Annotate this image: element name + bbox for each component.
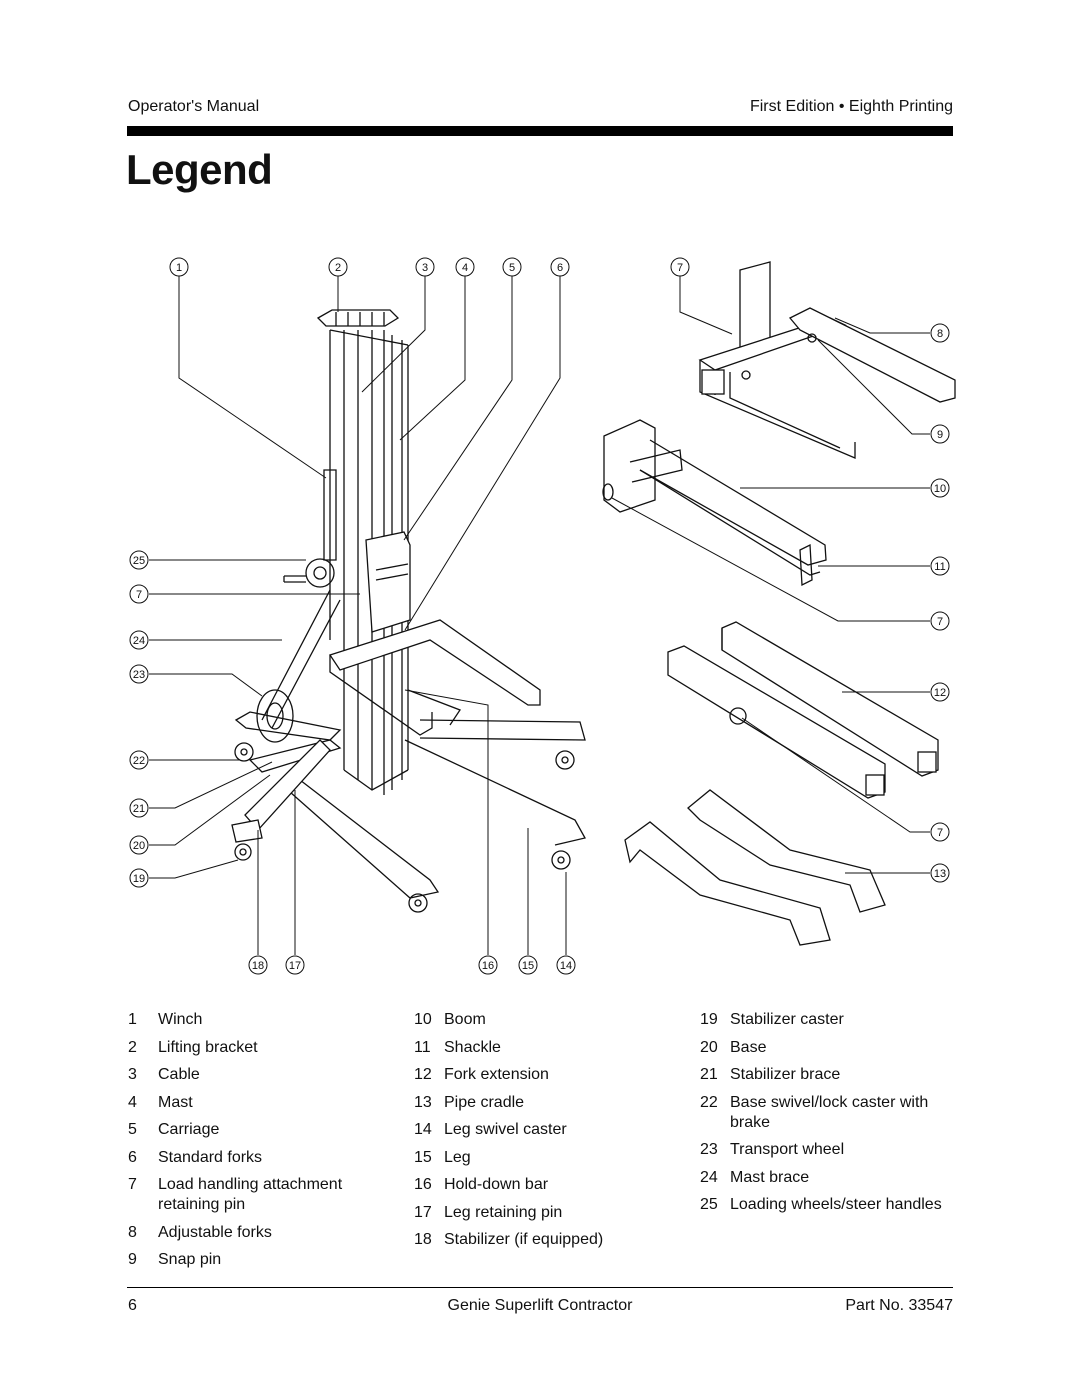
svg-text:12: 12 bbox=[934, 687, 946, 699]
page-title: Legend bbox=[126, 146, 273, 193]
svg-text:7: 7 bbox=[937, 827, 943, 839]
svg-text:8: 8 bbox=[937, 328, 943, 340]
svg-text:11: 11 bbox=[934, 561, 945, 573]
svg-text:1: 1 bbox=[176, 262, 182, 274]
callout-22: 22 bbox=[129, 750, 149, 770]
svg-text:20: 20 bbox=[133, 840, 145, 852]
callout-19: 19 bbox=[129, 868, 149, 888]
footer-part-number: Part No. 33547 bbox=[845, 1297, 953, 1314]
page-number: 6 bbox=[128, 1297, 137, 1314]
callout-7-top: 7 bbox=[670, 257, 690, 277]
callout-16: 16 bbox=[478, 955, 498, 975]
svg-text:5: 5 bbox=[509, 262, 515, 274]
callout-17: 17 bbox=[285, 955, 305, 975]
svg-text:7: 7 bbox=[937, 616, 943, 628]
callout-7-extension: 7 bbox=[930, 822, 950, 842]
svg-text:14: 14 bbox=[560, 960, 572, 972]
callout-3: 3 bbox=[415, 257, 435, 277]
svg-text:22: 22 bbox=[133, 755, 145, 767]
callout-25: 25 bbox=[129, 550, 149, 570]
header-manual-title: Operator's Manual bbox=[128, 98, 260, 115]
callout-15: 15 bbox=[518, 955, 538, 975]
callout-1: 1 bbox=[169, 257, 189, 277]
svg-text:9: 9 bbox=[937, 429, 943, 441]
svg-text:15: 15 bbox=[522, 960, 534, 972]
callout-4: 4 bbox=[455, 257, 475, 277]
callout-21: 21 bbox=[129, 798, 149, 818]
svg-text:7: 7 bbox=[136, 589, 142, 601]
callout-6: 6 bbox=[550, 257, 570, 277]
svg-text:7: 7 bbox=[677, 262, 683, 274]
callout-2: 2 bbox=[328, 257, 348, 277]
callout-20: 20 bbox=[129, 835, 149, 855]
callout-23: 23 bbox=[129, 664, 149, 684]
callout-18: 18 bbox=[248, 955, 268, 975]
svg-text:4: 4 bbox=[462, 262, 468, 274]
callout-13: 13 bbox=[930, 863, 950, 883]
svg-text:18: 18 bbox=[252, 960, 264, 972]
svg-text:21: 21 bbox=[133, 803, 145, 815]
callout-7-left: 7 bbox=[129, 584, 149, 604]
callout-5: 5 bbox=[502, 257, 522, 277]
callout-14: 14 bbox=[556, 955, 576, 975]
svg-text:10: 10 bbox=[934, 483, 946, 495]
callout-11: 11 bbox=[930, 556, 950, 576]
svg-text:25: 25 bbox=[133, 555, 145, 567]
svg-text:13: 13 bbox=[934, 868, 946, 880]
callout-10: 10 bbox=[930, 478, 950, 498]
svg-text:3: 3 bbox=[422, 262, 428, 274]
svg-text:23: 23 bbox=[133, 669, 145, 681]
header-rule bbox=[127, 126, 953, 136]
callout-12: 12 bbox=[930, 682, 950, 702]
callout-8: 8 bbox=[930, 323, 950, 343]
svg-text:24: 24 bbox=[133, 635, 145, 647]
svg-text:6: 6 bbox=[557, 262, 563, 274]
footer-product: Genie Superlift Contractor bbox=[447, 1297, 633, 1314]
callout-9: 9 bbox=[930, 424, 950, 444]
svg-text:16: 16 bbox=[482, 960, 494, 972]
header-edition: First Edition • Eighth Printing bbox=[749, 98, 953, 115]
svg-text:2: 2 bbox=[335, 262, 341, 274]
parts-diagram: 1 2 3 4 5 6 7 8 9 10 11 7 12 7 13 25 7 2… bbox=[129, 257, 956, 975]
callout-24: 24 bbox=[129, 630, 149, 650]
footer-rule bbox=[127, 1287, 953, 1288]
svg-text:17: 17 bbox=[289, 960, 301, 972]
svg-text:19: 19 bbox=[133, 873, 145, 885]
callout-7-boom: 7 bbox=[930, 611, 950, 631]
